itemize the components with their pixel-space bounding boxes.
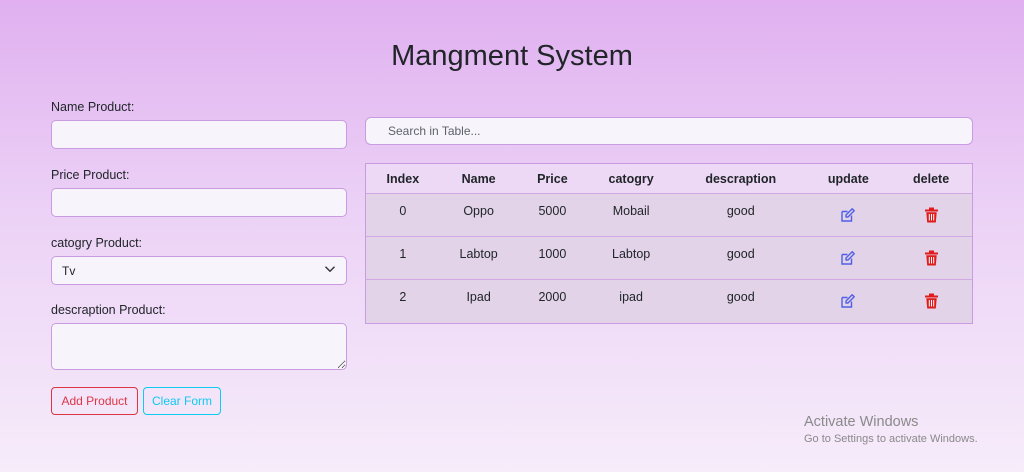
category-select[interactable]: Tv (51, 256, 347, 285)
update-cell (807, 237, 891, 279)
header-category: catogry (608, 171, 654, 186)
cell-description: good (726, 247, 755, 261)
cell-name: Ipad (466, 290, 491, 304)
name-product-label: Name Product: (51, 100, 135, 114)
cell-description: good (726, 290, 755, 304)
watermark-title: Activate Windows (804, 414, 919, 430)
cell-category: ipad (619, 290, 643, 304)
add-product-button[interactable]: Add Product (51, 387, 138, 415)
cell-description: good (726, 204, 755, 218)
clear-form-button[interactable]: Clear Form (143, 387, 221, 415)
header-description: descraption (705, 171, 777, 186)
category-product-label: catogry Product: (51, 236, 143, 250)
edit-icon[interactable] (840, 293, 856, 309)
products-table: Index Name Price catogry descraption upd… (365, 163, 973, 324)
header-name: Name (461, 171, 496, 186)
table-header-row: Index Name Price catogry descraption upd… (366, 164, 972, 194)
search-input[interactable] (365, 117, 973, 145)
header-index: Index (386, 171, 420, 186)
edit-icon[interactable] (840, 250, 856, 266)
trash-icon[interactable] (924, 207, 939, 223)
category-field-group: catogry Product: Tv (51, 236, 347, 285)
chevron-down-icon (324, 263, 336, 278)
header-update: update (827, 171, 869, 186)
delete-cell (890, 280, 972, 323)
table-row: 2 Ipad 2000 ipad good (366, 280, 972, 323)
activation-watermark: Activate Windows Go to Settings to activ… (804, 414, 978, 445)
header-price: Price (537, 171, 568, 186)
price-product-input[interactable] (51, 188, 347, 217)
description-product-label: descraption Product: (51, 303, 166, 317)
page-title: Mangment System (391, 40, 633, 72)
cell-index: 2 (399, 290, 407, 304)
delete-cell (890, 237, 972, 279)
cell-price: 1000 (538, 247, 567, 261)
name-field-group: Name Product: (51, 100, 347, 149)
header-delete: delete (913, 171, 950, 186)
cell-price: 5000 (538, 204, 567, 218)
cell-name: Labtop (459, 247, 498, 261)
category-selected-value: Tv (62, 263, 76, 278)
cell-category: Labtop (612, 247, 651, 261)
cell-category: Mobail (612, 204, 650, 218)
update-cell (807, 194, 891, 236)
watermark-subtitle: Go to Settings to activate Windows. (804, 433, 978, 445)
description-product-textarea[interactable] (51, 323, 347, 370)
table-row: 1 Labtop 1000 Labtop good (366, 237, 972, 280)
trash-icon[interactable] (924, 293, 939, 309)
update-cell (807, 280, 891, 323)
cell-index: 1 (399, 247, 407, 261)
delete-cell (890, 194, 972, 236)
cell-index: 0 (399, 204, 407, 218)
trash-icon[interactable] (924, 250, 939, 266)
name-product-input[interactable] (51, 120, 347, 149)
cell-price: 2000 (538, 290, 567, 304)
table-row: 0 Oppo 5000 Mobail good (366, 194, 972, 237)
description-field-group: descraption Product: (51, 303, 347, 370)
edit-icon[interactable] (840, 207, 856, 223)
cell-name: Oppo (463, 204, 494, 218)
price-field-group: Price Product: (51, 168, 347, 217)
price-product-label: Price Product: (51, 168, 130, 182)
